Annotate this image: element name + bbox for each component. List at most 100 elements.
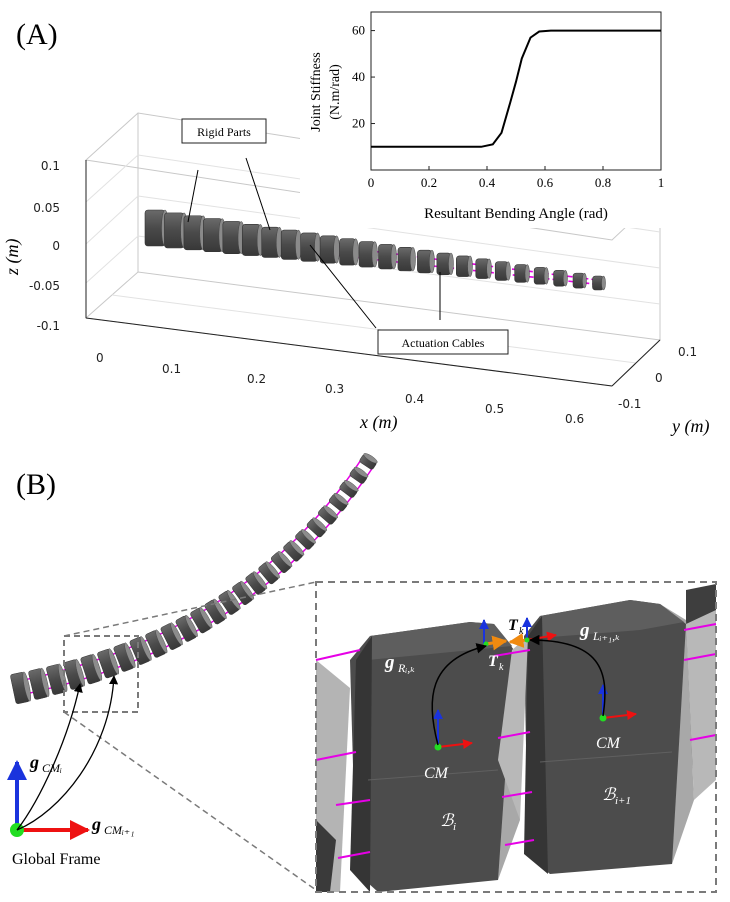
x-axis-line [85, 317, 613, 387]
t-k-top: T [508, 617, 519, 634]
panel-a-label: (A) [16, 18, 58, 51]
z-axis-label: z (m) [2, 239, 23, 277]
rigid-segment-b [232, 580, 255, 606]
chart-x-tick-label: 0 [368, 175, 375, 190]
t-k-bottom: T [488, 653, 499, 670]
g-r-sub: Rᵢ,ₖ [397, 661, 415, 675]
y-axis-label: y (m) [670, 416, 709, 437]
g-cm-i1-arrow [16, 675, 119, 831]
rigid-segment-b [175, 614, 198, 642]
gap-wedge [498, 636, 528, 820]
g-cm-i-label: g [29, 752, 39, 772]
g-cm-i1-sub: CMᵢ₊₁ [104, 823, 134, 837]
rigid-segment-b [160, 622, 183, 650]
rigid-segment [358, 241, 378, 268]
rigid-segment-b [318, 505, 338, 525]
chart-x-tick-label: 1 [658, 175, 665, 190]
chart-x-tick-label: 0.6 [537, 175, 554, 190]
rigid-parts-label: Rigid Parts [197, 125, 251, 139]
g-r-label: g [384, 652, 395, 673]
g-l-label: g [579, 620, 590, 641]
chart-y-tick-label: 40 [352, 69, 365, 84]
continuum-robot-b [10, 453, 378, 704]
segment-body-i [350, 622, 520, 892]
rigid-segment [397, 247, 416, 272]
cm-left-label: CM [424, 765, 450, 782]
y-axis-line [611, 339, 661, 387]
g-r-curve [431, 643, 488, 746]
y-tick-labels: 0.1 0 -0.1 [618, 345, 697, 411]
chart-ylabel-line1: Joint Stiffness [309, 52, 324, 131]
rigid-arrow-2 [245, 157, 271, 231]
global-frame: Global Frame [6, 760, 100, 868]
body-i-label: ℬ [440, 811, 455, 830]
rigid-segment [261, 226, 283, 258]
rigid-segment [280, 229, 302, 260]
rigid-segment [300, 232, 321, 262]
t-k-top-sub: k [519, 626, 524, 637]
rigid-segment-b [145, 629, 168, 658]
rigid-segment-b [359, 453, 378, 470]
chart-y-tick-label: 60 [352, 23, 365, 38]
z-tick: 0.1 [41, 159, 60, 173]
body-i-sub: i [453, 821, 456, 833]
x-tick: 0.6 [565, 412, 584, 426]
rigid-segment-b [245, 571, 268, 595]
chart-y-tick-label: 20 [352, 116, 365, 131]
rigid-segment [456, 255, 473, 277]
x-tick: 0 [96, 351, 104, 365]
g-l-sub: Lᵢ₊₁,ₖ [592, 629, 620, 643]
rigid-segment-b [113, 642, 136, 672]
rigid-segment-b [28, 667, 50, 700]
rigid-segment [222, 221, 245, 254]
g-cm-i-sub: CMᵢ [42, 761, 62, 775]
y-tick: -0.1 [618, 397, 641, 411]
rigid-segment-b [306, 517, 328, 538]
z-tick: 0.05 [33, 201, 60, 215]
z-tick-labels: 0.1 0.05 0 -0.05 -0.1 [29, 159, 60, 333]
rigid-segment-b [129, 636, 152, 665]
global-frame-label: Global Frame [12, 851, 100, 868]
continuum-robot-a [144, 209, 606, 291]
y-tick: 0.1 [678, 345, 697, 359]
rigid-segment [553, 269, 568, 287]
callout-rigid-parts: Rigid Parts [181, 118, 271, 231]
x-tick-labels: 0 0.1 0.2 0.3 0.4 0.5 0.6 [96, 351, 584, 426]
x-tick: 0.2 [247, 372, 266, 386]
rigid-segment [592, 275, 606, 291]
rigid-segment [494, 261, 511, 281]
zoom-source-box [63, 635, 139, 713]
g-cm-i-arrow [16, 683, 83, 831]
cable-arrow-1 [309, 244, 377, 329]
chart-x-tick-label: 0.4 [479, 175, 496, 190]
cable-line-b [18, 457, 363, 682]
body-i1-sub: i+1 [615, 795, 631, 807]
rigid-segment [241, 224, 264, 256]
rigid-segment-b [97, 648, 119, 679]
zoom-line-top [63, 581, 317, 637]
rigid-segment [144, 209, 169, 247]
rigid-segment-b [80, 653, 103, 685]
rigid-segment [533, 267, 549, 285]
g-cm-i1-label: g [91, 814, 101, 834]
tension-arrow-right [508, 632, 528, 648]
body-i1-label: ℬ [602, 785, 617, 804]
rigid-segment-b [283, 540, 305, 562]
rigid-segment [436, 252, 454, 275]
g-l-curve [528, 634, 606, 717]
chart-xlabel: Resultant Bending Angle (rad) [424, 206, 608, 222]
y-tick: 0 [655, 371, 663, 385]
rigid-segment [475, 258, 492, 279]
chart-plot-area [370, 11, 662, 171]
rigid-segment-b [258, 561, 280, 585]
rigid-segment [203, 218, 226, 253]
rigid-arrow-1 [187, 169, 199, 223]
rigid-segment [514, 264, 530, 283]
stiffness-series-line [371, 29, 661, 148]
rigid-segment-b [349, 466, 369, 484]
x-tick: 0.3 [325, 382, 344, 396]
chart-x-tick-label: 0.2 [421, 175, 437, 190]
